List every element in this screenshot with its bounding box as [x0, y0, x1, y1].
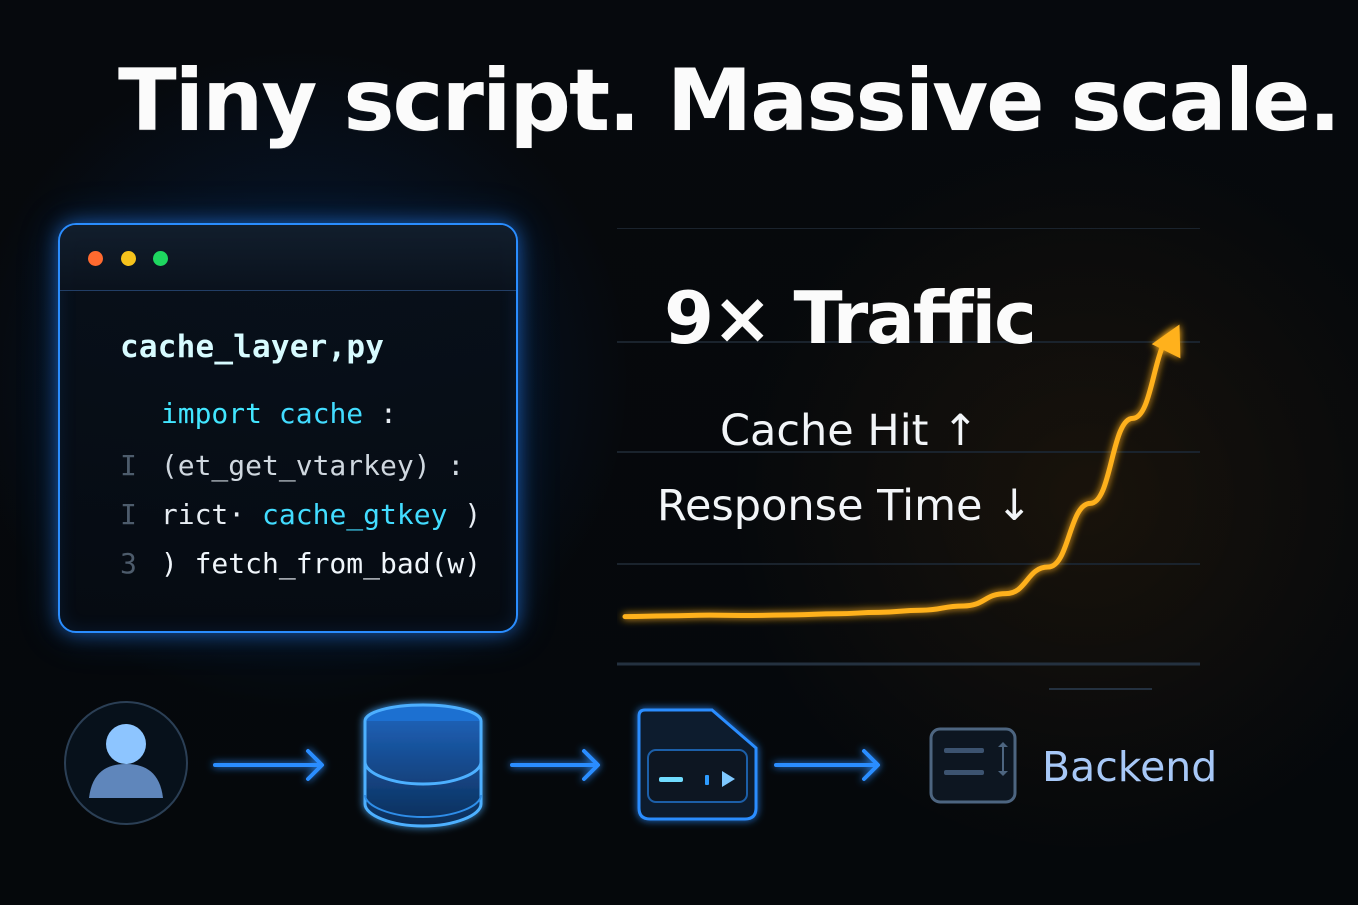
- code-token: cache: [278, 397, 364, 430]
- traffic-arrowhead: [1151, 324, 1181, 359]
- code-token: ): [464, 498, 482, 531]
- line-number-3: I: [120, 498, 137, 531]
- code-line-1: import cache :: [120, 397, 397, 430]
- code-line-4: 3 ) fetch_from_bad(w): [120, 547, 481, 580]
- backend-label: Backend: [1042, 743, 1218, 791]
- code-token: :: [380, 397, 397, 430]
- code-token: import: [160, 397, 263, 430]
- code-token: rict·: [160, 498, 263, 531]
- code-window: cache_layer,py import cache : I (et_get_…: [58, 223, 518, 633]
- headline: Tiny script. Massive scale.: [118, 51, 1341, 151]
- code-line-3: I rict· cache_gtkey ): [120, 498, 481, 531]
- code-filename: cache_layer,py: [120, 329, 385, 365]
- chart-gridlines: [617, 228, 1200, 690]
- chart-title: 9× Traffic: [664, 276, 1037, 360]
- line-number-4: 3: [120, 547, 137, 580]
- cache-hit-label: Cache Hit ↑: [720, 406, 979, 456]
- minimize-dot-icon: [121, 251, 136, 266]
- code-token: (et_get_vtarkey) :: [160, 449, 465, 482]
- code-token: ) fetch_from_bad(w): [160, 547, 482, 580]
- window-topbar: [60, 225, 516, 291]
- code-token: cache_gtkey: [262, 498, 448, 531]
- close-dot-icon: [88, 251, 103, 266]
- maximize-dot-icon: [153, 251, 168, 266]
- traffic-chart: [617, 228, 1200, 690]
- traffic-line: [622, 330, 1178, 620]
- response-time-label: Response Time ↓: [657, 481, 1033, 531]
- code-line-2: I (et_get_vtarkey) :: [120, 449, 464, 482]
- line-number-2: I: [120, 449, 137, 482]
